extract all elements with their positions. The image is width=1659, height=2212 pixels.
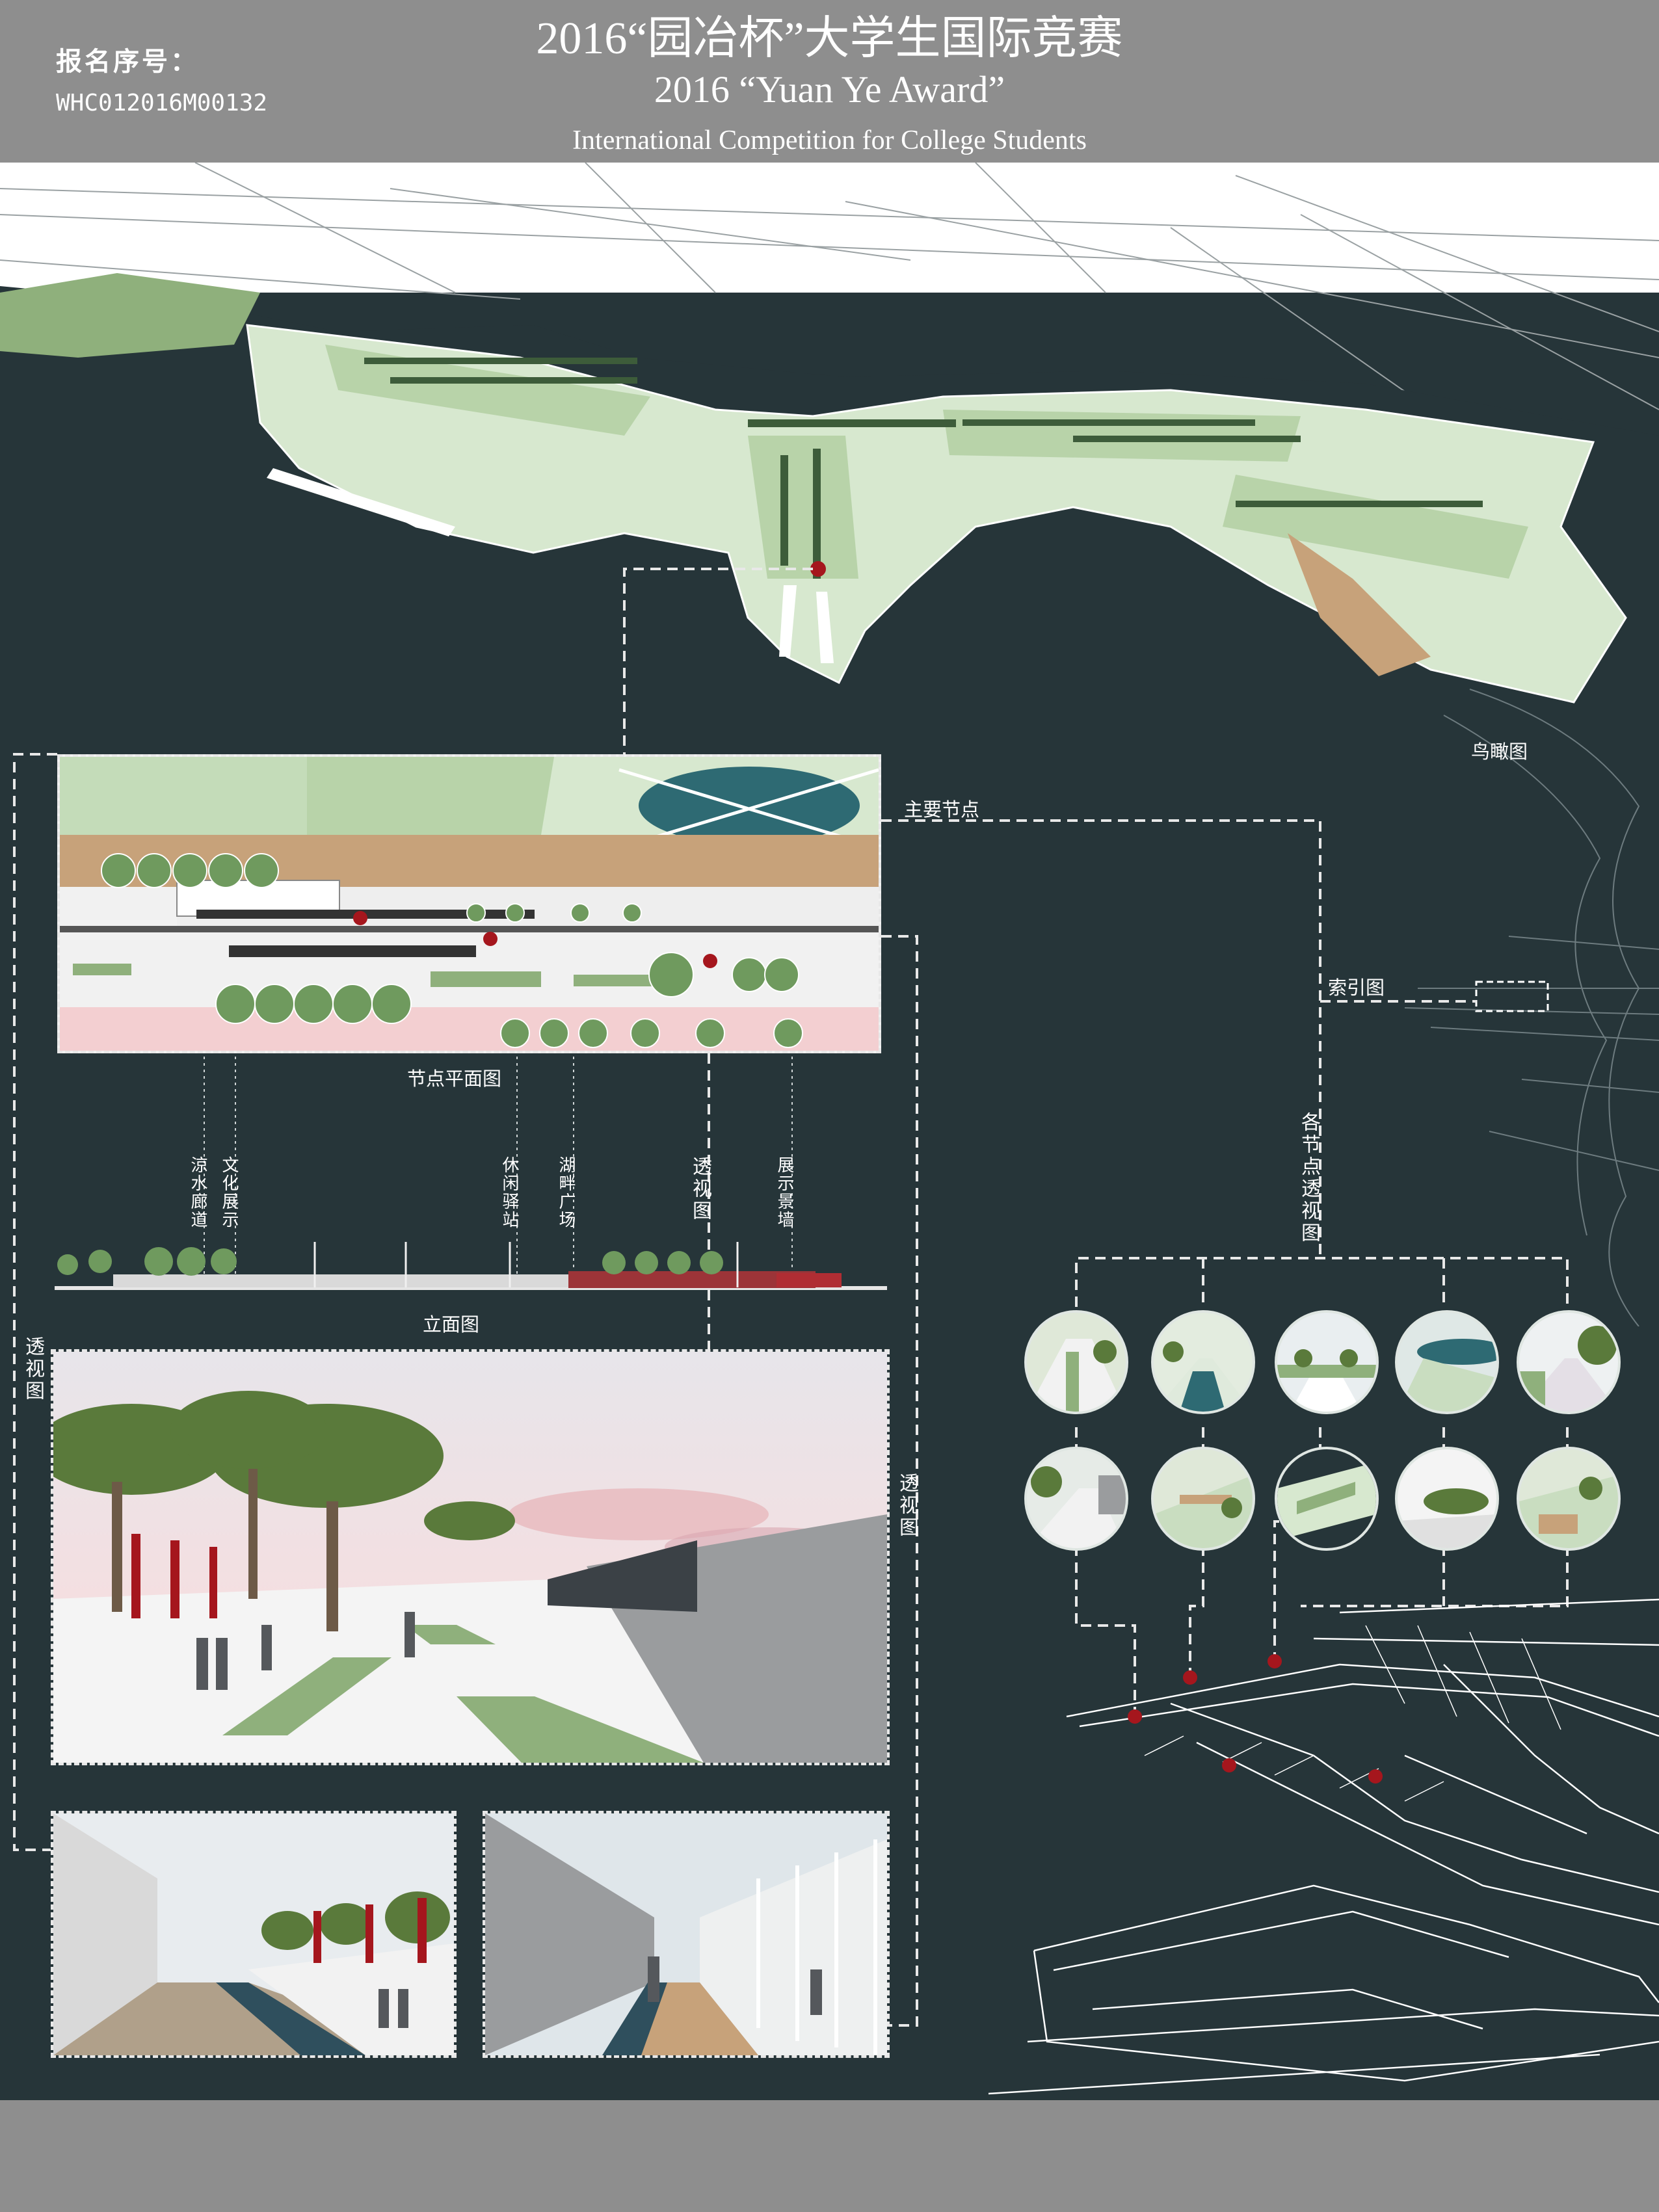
callout-leisure-station: 休闲驿站 — [499, 1156, 519, 1229]
registration-number: WHC012016M00132 — [56, 90, 268, 116]
elevation-image — [55, 1242, 887, 1290]
perspective-thumb-4[interactable] — [1395, 1310, 1499, 1414]
index-map-highlight — [1475, 981, 1549, 1012]
node-plan-frame — [57, 754, 881, 1053]
index-map-label: 索引图 — [1328, 977, 1385, 999]
perspective-label-mid: 透视图 — [689, 1156, 711, 1222]
city-map-band — [0, 163, 1659, 293]
callout-water-corridor: 涼水廊道 — [188, 1156, 207, 1229]
callout-display-wall: 展示景墙 — [775, 1156, 794, 1229]
perspective-thumb-9[interactable] — [1395, 1447, 1499, 1551]
subtitle-english: International Competition for College St… — [572, 125, 1087, 155]
main-perspective-frame — [51, 1349, 890, 1765]
perspective-thumb-2[interactable] — [1151, 1310, 1255, 1414]
callout-culture-display: 文化展示 — [219, 1156, 239, 1229]
perspective-thumb-6[interactable] — [1024, 1447, 1128, 1551]
title-chinese: 2016“园冶杯”大学生国际竞赛 — [536, 14, 1123, 64]
perspective-thumb-8[interactable] — [1275, 1447, 1379, 1551]
index-map-lines — [1404, 689, 1659, 1326]
bottom-right-perspective-frame — [483, 1811, 890, 2058]
perspective-thumb-5[interactable] — [1517, 1310, 1621, 1414]
bottom-right-perspective-image — [485, 1813, 887, 2055]
header-bar: 报名序号： WHC012016M00132 2016“园冶杯”大学生国际竞赛 2… — [0, 0, 1659, 163]
bottom-left-perspective-frame — [51, 1811, 457, 2058]
perspective-thumb-1[interactable] — [1024, 1310, 1128, 1414]
perspective-thumb-10[interactable] — [1517, 1447, 1621, 1551]
perspective-thumb-7[interactable] — [1151, 1447, 1255, 1551]
elevation-label: 立面图 — [423, 1313, 480, 1336]
main-perspective-image — [53, 1352, 887, 1763]
site-line-map — [988, 1598, 1659, 2095]
footer-bar — [0, 2100, 1659, 2212]
node-plan-image — [60, 757, 879, 1051]
aerial-view-label: 鸟瞰图 — [1471, 741, 1528, 763]
title-english: 2016 “Yuan Ye Award” — [654, 68, 1005, 111]
perspective-label-left: 透视图 — [21, 1336, 44, 1402]
registration-label: 报名序号： — [56, 47, 199, 77]
aerial-view-image — [0, 163, 1659, 748]
perspective-thumb-3[interactable] — [1275, 1310, 1379, 1414]
callout-lakeside-plaza: 湖畔广场 — [556, 1156, 576, 1229]
perspective-label-right: 透视图 — [896, 1473, 918, 1539]
node-perspectives-label: 各节点透视图 — [1297, 1112, 1320, 1244]
bottom-left-perspective-image — [53, 1813, 454, 2055]
node-plan-label: 节点平面图 — [407, 1068, 502, 1090]
main-node-label: 主要节点 — [904, 798, 980, 821]
dashed-connectors — [13, 568, 1569, 2027]
